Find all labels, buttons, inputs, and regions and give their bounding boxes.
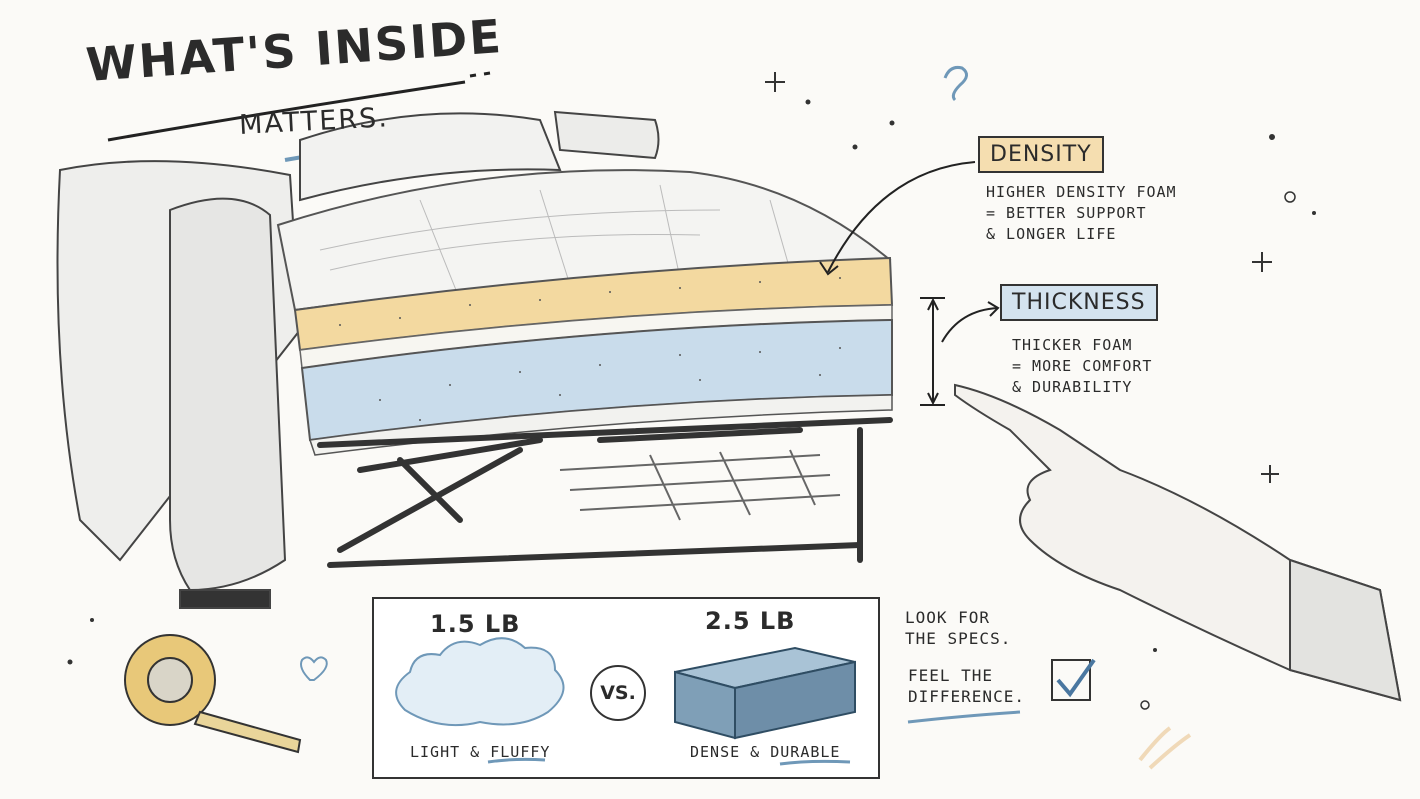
- density-note-line: Higher density foam: [986, 183, 1177, 201]
- sofa-foot: [179, 589, 271, 609]
- thickness-measure: [920, 297, 945, 406]
- sparkle-icon: [765, 72, 1279, 483]
- side-underline: [907, 710, 1021, 724]
- side-note-line: difference.: [908, 687, 1025, 706]
- title-underline: [107, 80, 466, 142]
- thickness-arrow: [941, 307, 999, 343]
- sleeper-frame: [317, 417, 893, 568]
- side-note-feel: Feel the difference.: [908, 665, 1025, 707]
- side-note-line: Feel the: [908, 666, 994, 685]
- thickness-note: Thicker foam = more comfort & durability: [1012, 335, 1152, 398]
- density-label: Density: [978, 136, 1104, 173]
- foam-block-icon: [674, 646, 856, 740]
- sofa-back-right: [553, 110, 660, 160]
- thickness-label: Thickness: [1000, 284, 1158, 321]
- swirl-doodle: [943, 66, 968, 102]
- density-note-line: & longer life: [986, 225, 1117, 243]
- sofa-arm: [169, 197, 287, 592]
- density-note-line: = better support: [986, 204, 1147, 222]
- quilt-lines: [319, 184, 791, 301]
- light-foam-caption: Light & Fluffy: [410, 743, 551, 761]
- tape-measure-icon: [124, 634, 302, 754]
- sofa: [56, 110, 660, 609]
- side-note-line: Look for: [905, 608, 991, 627]
- pointing-hand-icon: [954, 383, 1402, 702]
- foam-speckles: [339, 277, 841, 421]
- side-note-line: the specs.: [905, 629, 1012, 648]
- thickness-note-line: & durability: [1012, 378, 1133, 396]
- density-arrow: [827, 161, 976, 273]
- thickness-note-line: = more comfort: [1012, 357, 1153, 375]
- sofa-pillow: [299, 112, 562, 202]
- vs-badge: VS.: [590, 665, 646, 721]
- brush-doodle: [1138, 726, 1192, 770]
- frame-springs: [559, 449, 841, 521]
- title-dots: [469, 71, 491, 78]
- heart-icon: [300, 656, 328, 681]
- dense-foam-weight: 2.5 LB: [705, 607, 796, 635]
- dots: [67, 99, 1316, 665]
- cloud-icon: [395, 637, 565, 727]
- side-note-specs: Look for the specs.: [905, 607, 1011, 649]
- checkbox-icon: [1051, 659, 1091, 701]
- density-note: Higher density foam = better support & l…: [986, 182, 1177, 245]
- light-foam-weight: 1.5 LB: [430, 610, 521, 638]
- dense-foam-caption: Dense & Durable: [690, 743, 841, 761]
- thickness-note-line: Thicker foam: [1012, 336, 1133, 354]
